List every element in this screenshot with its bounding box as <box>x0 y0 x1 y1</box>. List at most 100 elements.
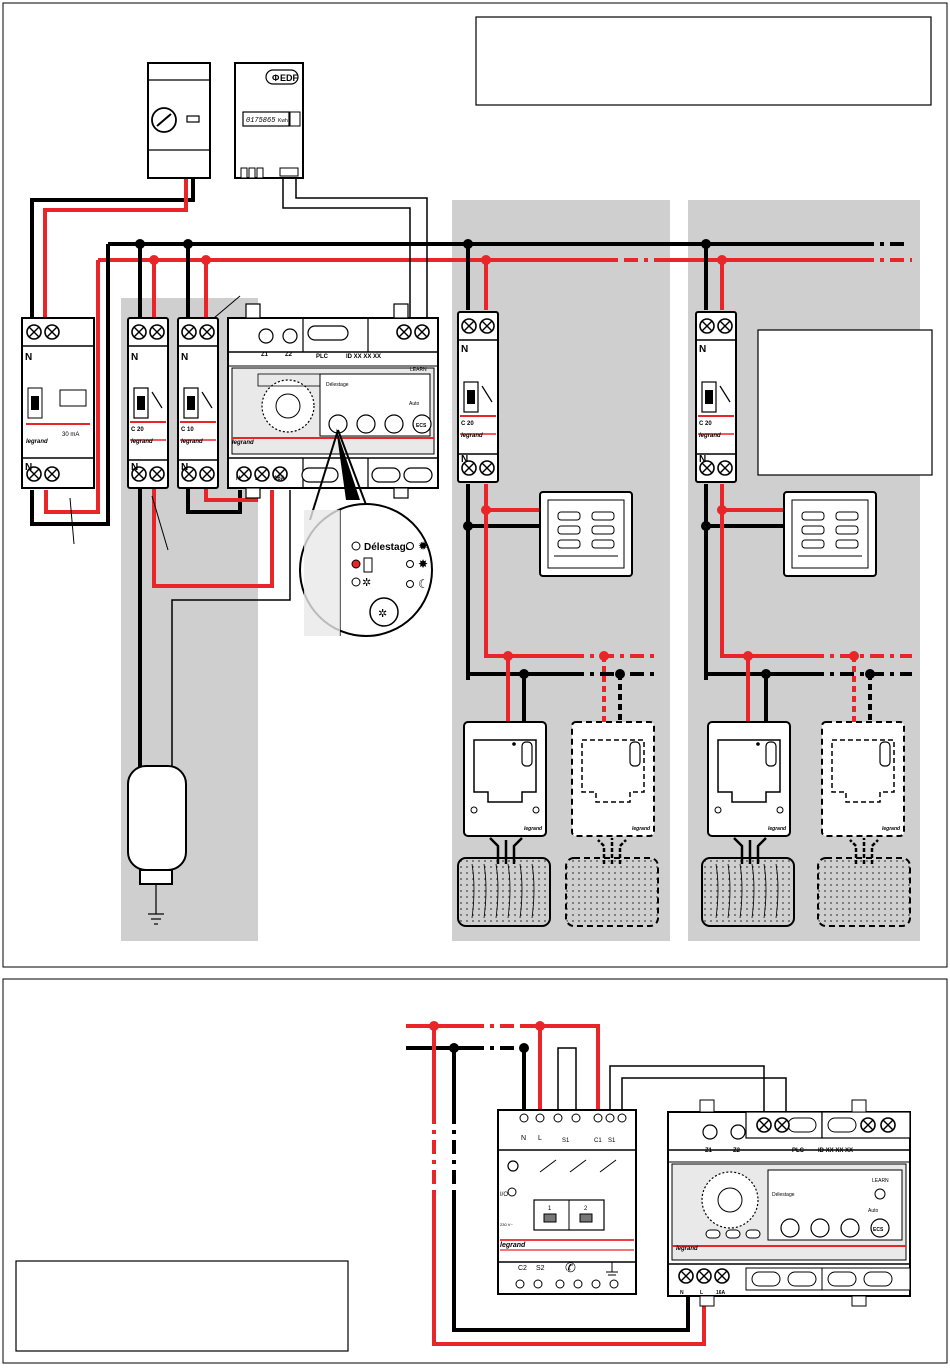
svg-text:legrand: legrand <box>131 439 153 445</box>
main-switch <box>147 62 211 179</box>
svg-text:C 20: C 20 <box>131 427 144 433</box>
svg-text:legrand: legrand <box>500 1242 526 1249</box>
svg-text:L: L <box>538 1135 542 1142</box>
svg-text:Z2: Z2 <box>285 352 293 358</box>
radiator-zone-2 <box>701 837 795 927</box>
sun-icon: ✸ <box>418 557 428 571</box>
ground-icon <box>606 1262 618 1276</box>
svg-text:legrand: legrand <box>524 826 543 832</box>
svg-text:S1: S1 <box>608 1138 616 1144</box>
svg-text:Délestage: Délestage <box>326 382 349 388</box>
svg-text:C1: C1 <box>594 1138 602 1144</box>
svg-text:C 20: C 20 <box>699 421 712 427</box>
heater-box-zone-1: legrand <box>463 721 547 837</box>
svg-text:N: N <box>699 454 706 465</box>
thermostat-zone-1 <box>539 491 633 577</box>
svg-text:legrand: legrand <box>632 826 651 832</box>
svg-text:S2: S2 <box>536 1265 545 1272</box>
meter-unit: Kwh <box>278 118 288 124</box>
svg-text:I/O: I/O <box>500 1192 508 1198</box>
svg-text:Délestage: Délestage <box>772 1192 795 1198</box>
svg-text:legrand: legrand <box>768 826 787 832</box>
svg-text:1: 1 <box>548 1206 552 1212</box>
svg-text:ECS: ECS <box>873 1227 884 1233</box>
svg-text:legrand: legrand <box>676 1246 698 1252</box>
breaker-zone-1: N N C 20 legrand <box>458 312 498 482</box>
svg-text:N: N <box>181 352 188 363</box>
edf-logo: Φ <box>272 73 280 83</box>
svg-text:N: N <box>521 1135 526 1142</box>
main-differential-breaker: N N 30 mA legrand <box>21 317 95 489</box>
magnified-detail: Délestage ✲ ✹ ✸ ☾ ✲ <box>299 503 433 637</box>
frost-icon: ✲ <box>378 608 387 620</box>
svg-text:230 V~: 230 V~ <box>500 1222 513 1227</box>
svg-text:legrand: legrand <box>699 433 721 439</box>
svg-text:N: N <box>131 462 138 473</box>
svg-text:C2: C2 <box>518 1265 527 1272</box>
svg-text:Z1: Z1 <box>705 1148 713 1154</box>
svg-text:16A: 16A <box>274 476 286 482</box>
svg-text:legrand: legrand <box>181 439 203 445</box>
edf-meter: Φ EDF 0175865 Kwh <box>234 62 304 179</box>
svg-text:Z2: Z2 <box>733 1148 741 1154</box>
radiator-zone-2-optional <box>817 838 911 927</box>
thermostat-zone-2 <box>783 491 877 577</box>
svg-text:30 mA: 30 mA <box>62 432 79 438</box>
breaker-water-heater: N N C 20 legrand <box>128 318 168 488</box>
svg-text:ID XX XX XX: ID XX XX XX <box>818 1148 853 1154</box>
svg-text:N: N <box>181 462 188 473</box>
svg-text:legrand: legrand <box>26 439 48 445</box>
svg-text:PLC: PLC <box>792 1148 805 1154</box>
sun-icon: ✹ <box>418 539 428 553</box>
svg-text:N: N <box>25 462 32 473</box>
svg-text:N: N <box>131 352 138 363</box>
svg-text:S1: S1 <box>562 1138 570 1144</box>
heater-box-zone-2: legrand <box>707 721 791 837</box>
svg-text:2: 2 <box>584 1206 588 1212</box>
telephone-relay-module: N L S1 C1 S1 I/O 1 2 230 V~ legrand C2 S… <box>497 1109 637 1295</box>
svg-text:legrand: legrand <box>461 433 483 439</box>
svg-text:C 20: C 20 <box>461 421 474 427</box>
delestage-label: Délestage <box>364 542 412 553</box>
heater-box-zone-2-optional: legrand <box>821 721 905 837</box>
svg-text:16A: 16A <box>716 1290 726 1296</box>
meter-reading: 0175865 <box>246 117 276 125</box>
svg-text:ID XX XX XX: ID XX XX XX <box>346 354 381 360</box>
water-heater <box>127 765 187 925</box>
svg-text:LEARN: LEARN <box>410 367 427 373</box>
svg-text:N: N <box>461 454 468 465</box>
note-box-top <box>475 16 932 106</box>
svg-text:Z1: Z1 <box>261 352 269 358</box>
note-box-bottom <box>15 1260 349 1352</box>
svg-text:N: N <box>236 476 240 482</box>
svg-text:ECS: ECS <box>416 423 427 429</box>
svg-text:L: L <box>700 1290 703 1296</box>
svg-text:L: L <box>255 476 259 482</box>
breaker-programmer: N N C 10 legrand <box>178 318 218 488</box>
edf-label: EDF <box>280 73 299 83</box>
svg-text:Auto: Auto <box>868 1208 879 1214</box>
svg-text:N: N <box>25 352 32 363</box>
radiator-zone-1-optional <box>565 838 659 927</box>
telephone-icon: ✆ <box>565 1260 576 1275</box>
svg-text:N: N <box>461 344 468 355</box>
breaker-zone-2: N N C 20 legrand <box>696 312 736 482</box>
svg-text:Auto: Auto <box>409 401 420 407</box>
heater-box-zone-1-optional: legrand <box>571 721 655 837</box>
ground-icon <box>148 913 164 925</box>
svg-text:PLC: PLC <box>316 354 329 360</box>
programmer-module-bottom: Z1 Z2 PLC ID XX XX XX Délestage LEARN Au… <box>667 1099 911 1307</box>
svg-text:N: N <box>680 1290 684 1296</box>
frost-icon: ✲ <box>362 577 371 589</box>
svg-text:legrand: legrand <box>232 440 254 446</box>
svg-text:LEARN: LEARN <box>872 1178 889 1184</box>
svg-text:legrand: legrand <box>882 826 901 832</box>
programmer-module: Z1 Z2 PLC ID XX XX XX Délestage Auto LEA… <box>228 303 438 499</box>
svg-text:C 10: C 10 <box>181 427 194 433</box>
radiator-zone-1 <box>457 837 551 927</box>
moon-icon: ☾ <box>418 577 429 591</box>
svg-text:N: N <box>699 344 706 355</box>
note-box-zone2 <box>757 329 933 476</box>
